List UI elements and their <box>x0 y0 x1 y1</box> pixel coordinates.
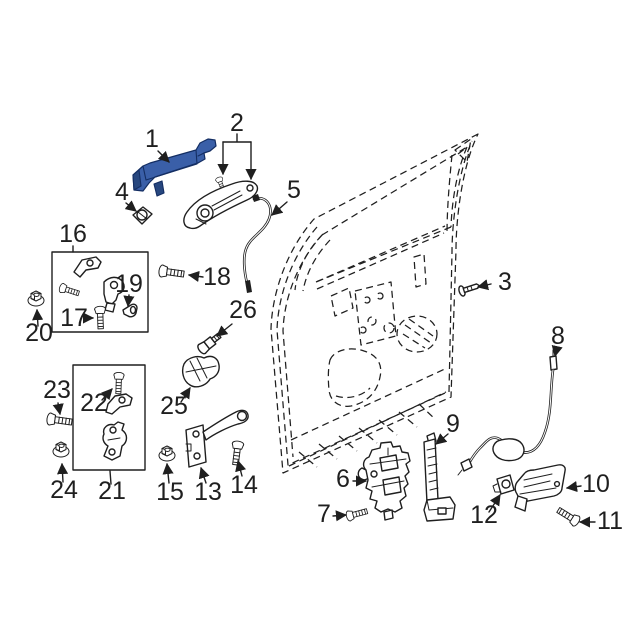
part-10-interior-door-handle <box>514 464 566 512</box>
part-1-exterior-door-handle-highlighted <box>132 138 217 197</box>
leader-line-22 <box>101 388 113 401</box>
callout-26: 26 <box>229 296 257 324</box>
callout-8: 8 <box>551 322 565 350</box>
part-13-door-check <box>185 409 249 468</box>
part-2-handle-reinforcement <box>183 175 259 230</box>
leader-line-8 <box>551 344 563 358</box>
callout-23: 23 <box>43 376 71 404</box>
part-26-stud <box>197 332 222 355</box>
part-24-nut <box>52 441 70 458</box>
leader-line-24 <box>56 462 69 483</box>
callout-2: 2 <box>230 109 244 137</box>
callout-3: 3 <box>498 268 512 296</box>
callout-25: 25 <box>160 392 188 420</box>
callout-6: 6 <box>336 465 350 493</box>
callout-16: 16 <box>59 220 87 248</box>
callout-1: 1 <box>145 125 159 153</box>
callout-labels: 1 2 3 4 5 6 7 8 9 10 11 12 13 14 15 16 1… <box>25 109 623 535</box>
part-12-clip <box>492 474 515 495</box>
part-14-bolt <box>229 440 245 466</box>
callout-24: 24 <box>50 476 78 504</box>
callout-10: 10 <box>582 470 610 498</box>
door-panel-outline <box>270 133 479 474</box>
leader-line-12 <box>488 494 501 513</box>
part-5-cable <box>242 194 272 293</box>
part-20-nut <box>27 290 45 307</box>
callout-17: 17 <box>60 304 88 332</box>
callout-11: 11 <box>597 507 623 535</box>
door-inner-panel-details <box>327 253 438 407</box>
leader-line-15 <box>162 462 174 484</box>
leader-line-1 <box>157 150 170 163</box>
callout-9: 9 <box>446 410 460 438</box>
part-11-bolt <box>554 504 582 528</box>
callout-14: 14 <box>230 471 258 499</box>
callout-4: 4 <box>115 178 129 206</box>
part-23-bolt <box>45 412 74 429</box>
callout-7: 7 <box>317 500 331 528</box>
leader-line-9 <box>435 433 449 445</box>
part-7-screw <box>344 505 369 523</box>
leader-line-19 <box>123 294 135 308</box>
leader-line-7 <box>332 510 348 522</box>
leader-lines <box>32 133 596 528</box>
callout-5: 5 <box>287 176 301 204</box>
leader-bracket-2 <box>222 133 252 143</box>
part-15-nut <box>158 445 176 462</box>
callout-21: 21 <box>98 477 126 505</box>
leader-line-25 <box>179 387 191 403</box>
leader-line-26 <box>216 323 233 337</box>
part-4-clip <box>132 206 153 225</box>
callout-20: 20 <box>25 319 53 347</box>
part-21-hinge-kit-box <box>72 364 146 471</box>
leader-line-13 <box>198 466 210 484</box>
part-18-bolt <box>157 264 186 281</box>
leader-line-21 <box>109 470 112 485</box>
leader-line-14 <box>235 459 247 477</box>
callout-18: 18 <box>203 263 231 291</box>
callout-12: 12 <box>470 501 498 529</box>
leader-line-5 <box>271 201 288 216</box>
callout-22: 22 <box>80 389 108 417</box>
leader-line-18 <box>187 270 204 282</box>
part-3-pin <box>458 283 480 297</box>
leader-line-10 <box>565 481 582 493</box>
callout-15: 15 <box>156 478 184 506</box>
leader-line-3 <box>476 279 492 291</box>
callout-13: 13 <box>194 478 222 506</box>
part-9-bracket <box>423 432 456 522</box>
part-8-cable <box>457 349 558 476</box>
leader-line-23 <box>52 402 64 416</box>
leader-line-20 <box>32 308 44 327</box>
part-19-clip <box>122 303 138 318</box>
callout-19: 19 <box>115 270 143 298</box>
leader-line-4 <box>124 200 137 212</box>
part-25-striker <box>181 355 220 388</box>
